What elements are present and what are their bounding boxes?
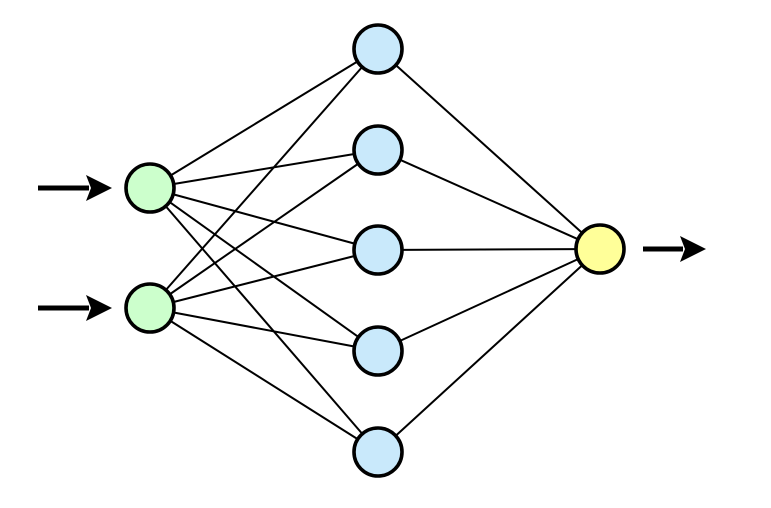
node-i2[interactable]	[124, 282, 176, 334]
edge-i1-h4	[169, 201, 359, 338]
input-arrow-2-head	[86, 295, 112, 321]
node-h5[interactable]	[352, 426, 404, 478]
edge-i1-h3	[173, 193, 355, 245]
edge-h5-o1	[395, 265, 583, 436]
edge-h3-o1	[402, 248, 576, 251]
node-i1[interactable]	[124, 162, 176, 214]
node-o1[interactable]	[574, 223, 626, 275]
edge-i2-h2	[169, 163, 359, 295]
edge-h2-o1	[400, 159, 578, 240]
node-h2[interactable]	[352, 124, 404, 176]
node-h4[interactable]	[352, 325, 404, 377]
edge-h4-o1	[400, 258, 578, 342]
edge-i2-h4	[174, 311, 354, 348]
input-arrow-1-head	[86, 175, 112, 201]
edges-group	[165, 61, 583, 440]
edge-i1-h5	[165, 206, 363, 434]
edge-i2-h5	[170, 320, 358, 440]
node-h1[interactable]	[352, 23, 404, 75]
edge-i2-h3	[173, 255, 355, 303]
edge-i1-h2	[174, 153, 354, 185]
node-h3[interactable]	[352, 224, 404, 276]
io-arrows-group	[38, 175, 706, 321]
edge-h1-o1	[395, 64, 583, 234]
output-arrow-head	[680, 236, 706, 262]
nodes-group	[124, 23, 626, 478]
edge-i2-h1	[165, 66, 363, 291]
edge-i1-h1	[170, 61, 358, 176]
